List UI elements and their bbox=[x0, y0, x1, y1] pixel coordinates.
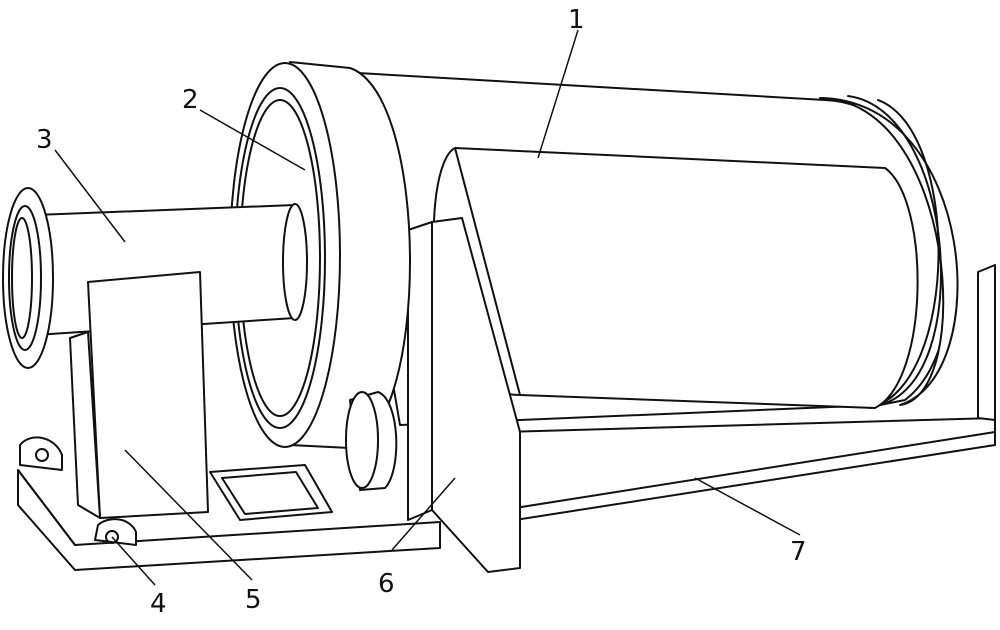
leader-5 bbox=[124, 449, 253, 581]
pinion-face bbox=[345, 391, 379, 489]
anchor-lug-left bbox=[19, 436, 63, 471]
callout-labels: 1 2 3 4 5 6 7 bbox=[36, 5, 807, 619]
drum-panel bbox=[454, 147, 919, 409]
callout-6: 6 bbox=[378, 569, 395, 599]
callout-3: 3 bbox=[36, 125, 53, 155]
feed-pipe-flange-inner bbox=[8, 205, 42, 351]
feed-pipe-bore bbox=[11, 217, 33, 339]
base-plate-edge bbox=[17, 469, 76, 546]
base-cutout-inner bbox=[221, 471, 319, 515]
support-plate bbox=[407, 217, 521, 573]
bearing-pedestal bbox=[69, 271, 209, 519]
feed-pipe-flange bbox=[2, 187, 54, 369]
pedestal-side bbox=[69, 331, 101, 519]
leader-7 bbox=[694, 477, 801, 536]
callout-7: 7 bbox=[790, 537, 807, 567]
leader-2 bbox=[199, 109, 306, 171]
callout-4: 4 bbox=[150, 589, 167, 619]
base-end-post bbox=[977, 264, 996, 421]
support-plate-side bbox=[407, 221, 433, 521]
anchor-hole-front bbox=[105, 530, 119, 544]
leader-6 bbox=[391, 477, 456, 551]
leader-4 bbox=[111, 536, 156, 586]
anchor-hole-left bbox=[35, 448, 49, 462]
pinion-bracket bbox=[345, 391, 398, 491]
callout-2: 2 bbox=[182, 85, 199, 115]
callout-1: 1 bbox=[568, 5, 585, 35]
leader-1 bbox=[537, 29, 579, 159]
leader-lines bbox=[54, 29, 801, 586]
callout-5: 5 bbox=[245, 585, 262, 615]
drum-end-rim-inner bbox=[869, 99, 940, 409]
feed-pipe-end bbox=[282, 203, 308, 321]
pedestal-front bbox=[87, 271, 209, 519]
anchor-lugs bbox=[19, 436, 137, 546]
leader-3 bbox=[54, 149, 126, 243]
drum-end-rim bbox=[847, 95, 942, 406]
base-rail-right bbox=[504, 417, 996, 521]
